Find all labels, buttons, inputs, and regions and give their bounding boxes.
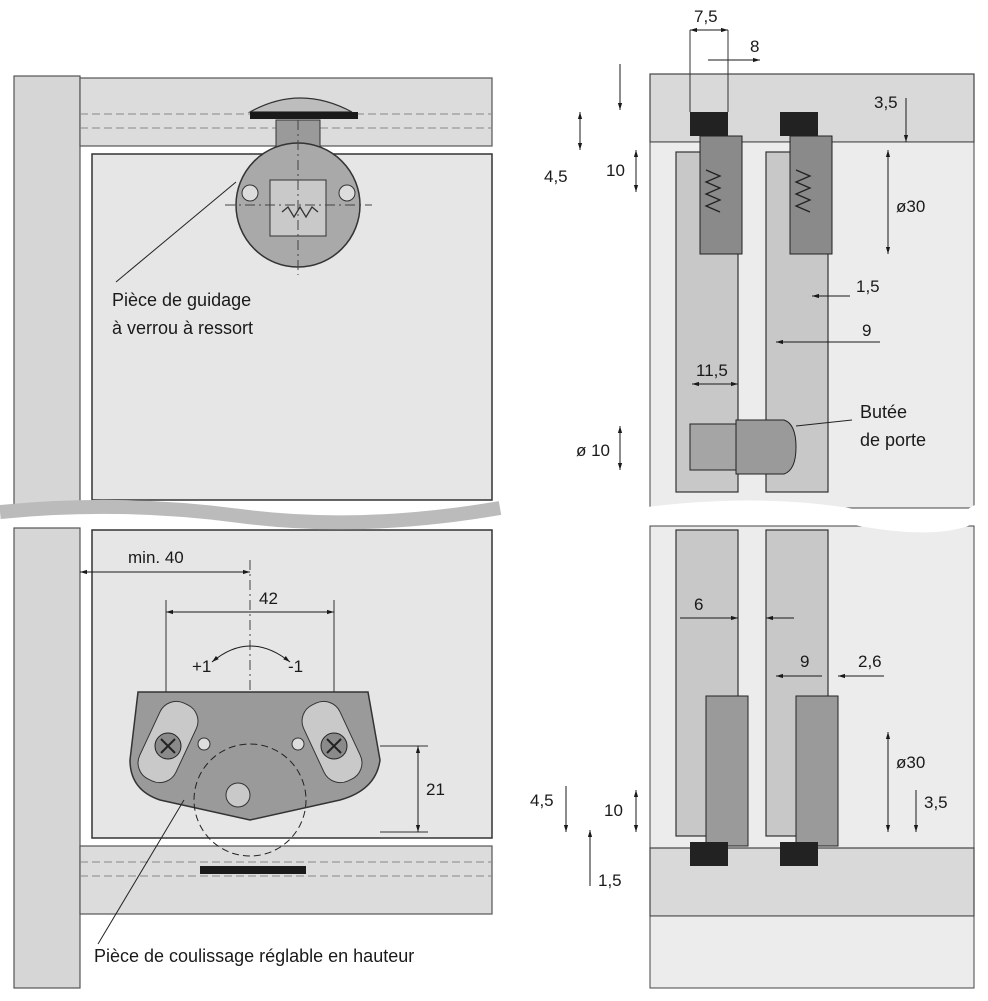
stop-label-line2: de porte bbox=[860, 430, 926, 450]
dim-1-5-top: 1,5 bbox=[856, 277, 880, 296]
dim-10-bot: 10 bbox=[604, 801, 623, 820]
wheel-hidden bbox=[193, 743, 307, 857]
left-frame-post bbox=[13, 527, 81, 989]
dim-9-bot: 9 bbox=[800, 652, 809, 671]
screw-hole bbox=[241, 184, 259, 202]
guide-channel bbox=[780, 112, 818, 136]
runner-channel bbox=[780, 842, 818, 866]
spring-icon bbox=[704, 169, 722, 213]
dim-4-5-bot: 4,5 bbox=[530, 791, 554, 810]
top-left-view: Pièce de guidage à verrou à ressort bbox=[13, 75, 493, 507]
screw-cross bbox=[326, 738, 342, 754]
dim-10-top: 10 bbox=[606, 161, 625, 180]
dim-2-6: 2,6 bbox=[858, 652, 882, 671]
dim-30-bot: ø30 bbox=[896, 753, 925, 772]
dim-11-5: 11,5 bbox=[696, 361, 728, 380]
dim-1-5-bot: 1,5 bbox=[598, 871, 622, 890]
break-edge bbox=[0, 499, 502, 530]
stop-plug bbox=[689, 423, 737, 471]
guide-body bbox=[789, 135, 833, 255]
slide-label: Pièce de coulissage réglable en hauteur bbox=[94, 946, 414, 966]
pin-hole bbox=[197, 737, 211, 751]
leader-line bbox=[97, 799, 185, 945]
dim-plus1: +1 bbox=[192, 657, 211, 676]
dim-42: 42 bbox=[259, 589, 278, 608]
spring-icon bbox=[794, 169, 812, 213]
screw-hole bbox=[338, 184, 356, 202]
runner-seal bbox=[200, 866, 306, 874]
left-frame-post bbox=[13, 75, 81, 507]
pin-hole bbox=[291, 737, 305, 751]
screw-cross bbox=[160, 738, 176, 754]
break-edge bbox=[638, 498, 988, 533]
guide-body bbox=[699, 135, 743, 255]
guide-label-line2: à verrou à ressort bbox=[112, 318, 253, 338]
stop-label-line1: Butée bbox=[860, 402, 907, 422]
adjust-knob bbox=[225, 782, 251, 808]
runner-body bbox=[705, 695, 749, 847]
guide-seal bbox=[250, 112, 358, 119]
floor-panel bbox=[649, 915, 975, 989]
dim-7-5: 7,5 bbox=[694, 7, 718, 26]
runner-channel bbox=[690, 842, 728, 866]
spring-icon bbox=[281, 205, 319, 219]
dim-8: 8 bbox=[750, 37, 759, 56]
dim-3-5-top: 3,5 bbox=[874, 93, 898, 112]
top-right-section: 7,5 8 3,5 4,5 10 ø30 1,5 9 11,5 ø 10 But… bbox=[544, 7, 975, 509]
bottom-rail bbox=[79, 845, 493, 915]
dim-min40: min. 40 bbox=[128, 548, 184, 567]
dim-minus1: -1 bbox=[288, 657, 303, 676]
dim-6: 6 bbox=[694, 595, 703, 614]
dim-10-stop: ø 10 bbox=[576, 441, 610, 460]
leader-line bbox=[115, 181, 237, 283]
door-stop bbox=[735, 419, 797, 475]
dim-3-5-bot: 3,5 bbox=[924, 793, 948, 812]
dim-4-5-top: 4,5 bbox=[544, 167, 568, 186]
runner-body bbox=[795, 695, 839, 847]
guide-cap bbox=[247, 97, 353, 113]
bottom-left-view: min. 40 42 +1 -1 21 Pièce de coulissage … bbox=[13, 527, 493, 989]
bottom-right-section: 6 9 2,6 ø30 3,5 4,5 10 1,5 bbox=[530, 525, 975, 989]
dim-30-top: ø30 bbox=[896, 197, 925, 216]
rotation-arc bbox=[211, 645, 291, 663]
leader-line bbox=[795, 419, 853, 427]
dim-9-top: 9 bbox=[862, 321, 871, 340]
guide-channel bbox=[690, 112, 728, 136]
dim-21: 21 bbox=[426, 780, 445, 799]
guide-label-line1: Pièce de guidage bbox=[112, 290, 251, 310]
